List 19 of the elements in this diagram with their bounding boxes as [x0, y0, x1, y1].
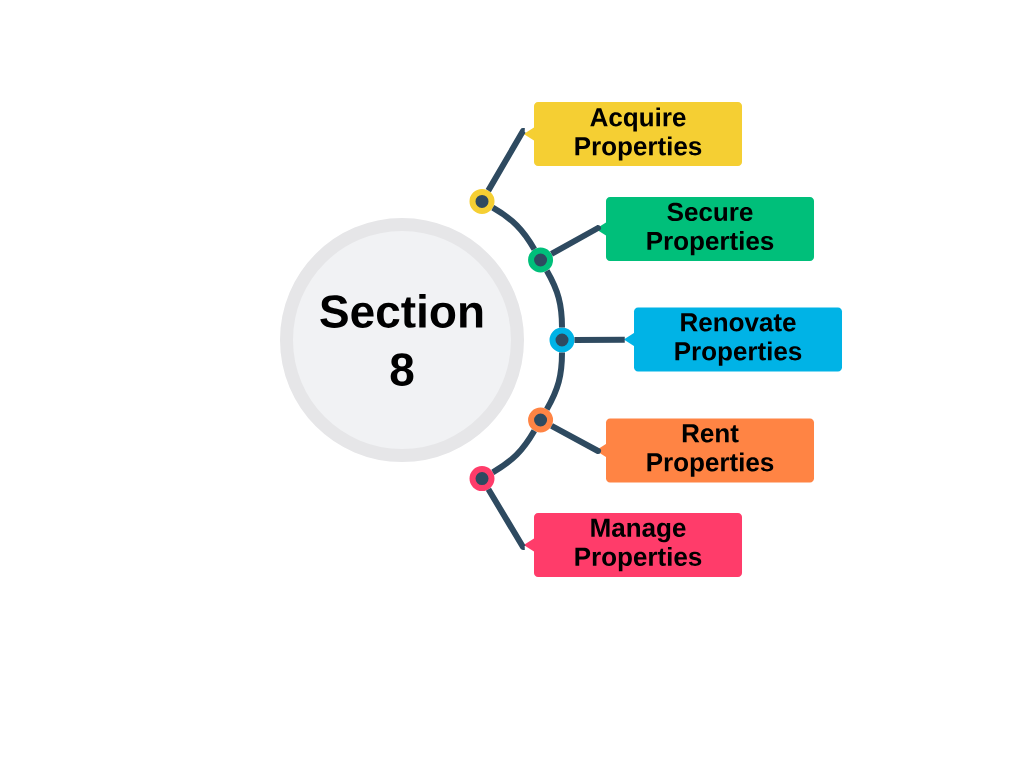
dot-marker	[469, 466, 495, 492]
dot-marker	[469, 188, 495, 214]
leader-line	[485, 128, 526, 193]
callout-box: Rent Properties	[595, 418, 814, 483]
arc-line	[544, 269, 565, 328]
arc-line	[491, 205, 537, 251]
arc-line	[491, 429, 537, 475]
callout-box: Secure Properties	[595, 197, 814, 261]
leader-line	[485, 487, 526, 550]
callout-box: Acquire Properties	[523, 102, 742, 166]
dot-marker	[528, 407, 554, 433]
callout-box: Renovate Properties	[623, 307, 842, 372]
dot-marker	[528, 247, 554, 273]
leader-line	[550, 225, 601, 257]
leader-line	[550, 423, 601, 454]
callout-box: Manage Properties	[523, 513, 742, 577]
arc-line	[544, 352, 565, 411]
dot-marker	[549, 327, 575, 353]
leader-line	[574, 336, 625, 343]
